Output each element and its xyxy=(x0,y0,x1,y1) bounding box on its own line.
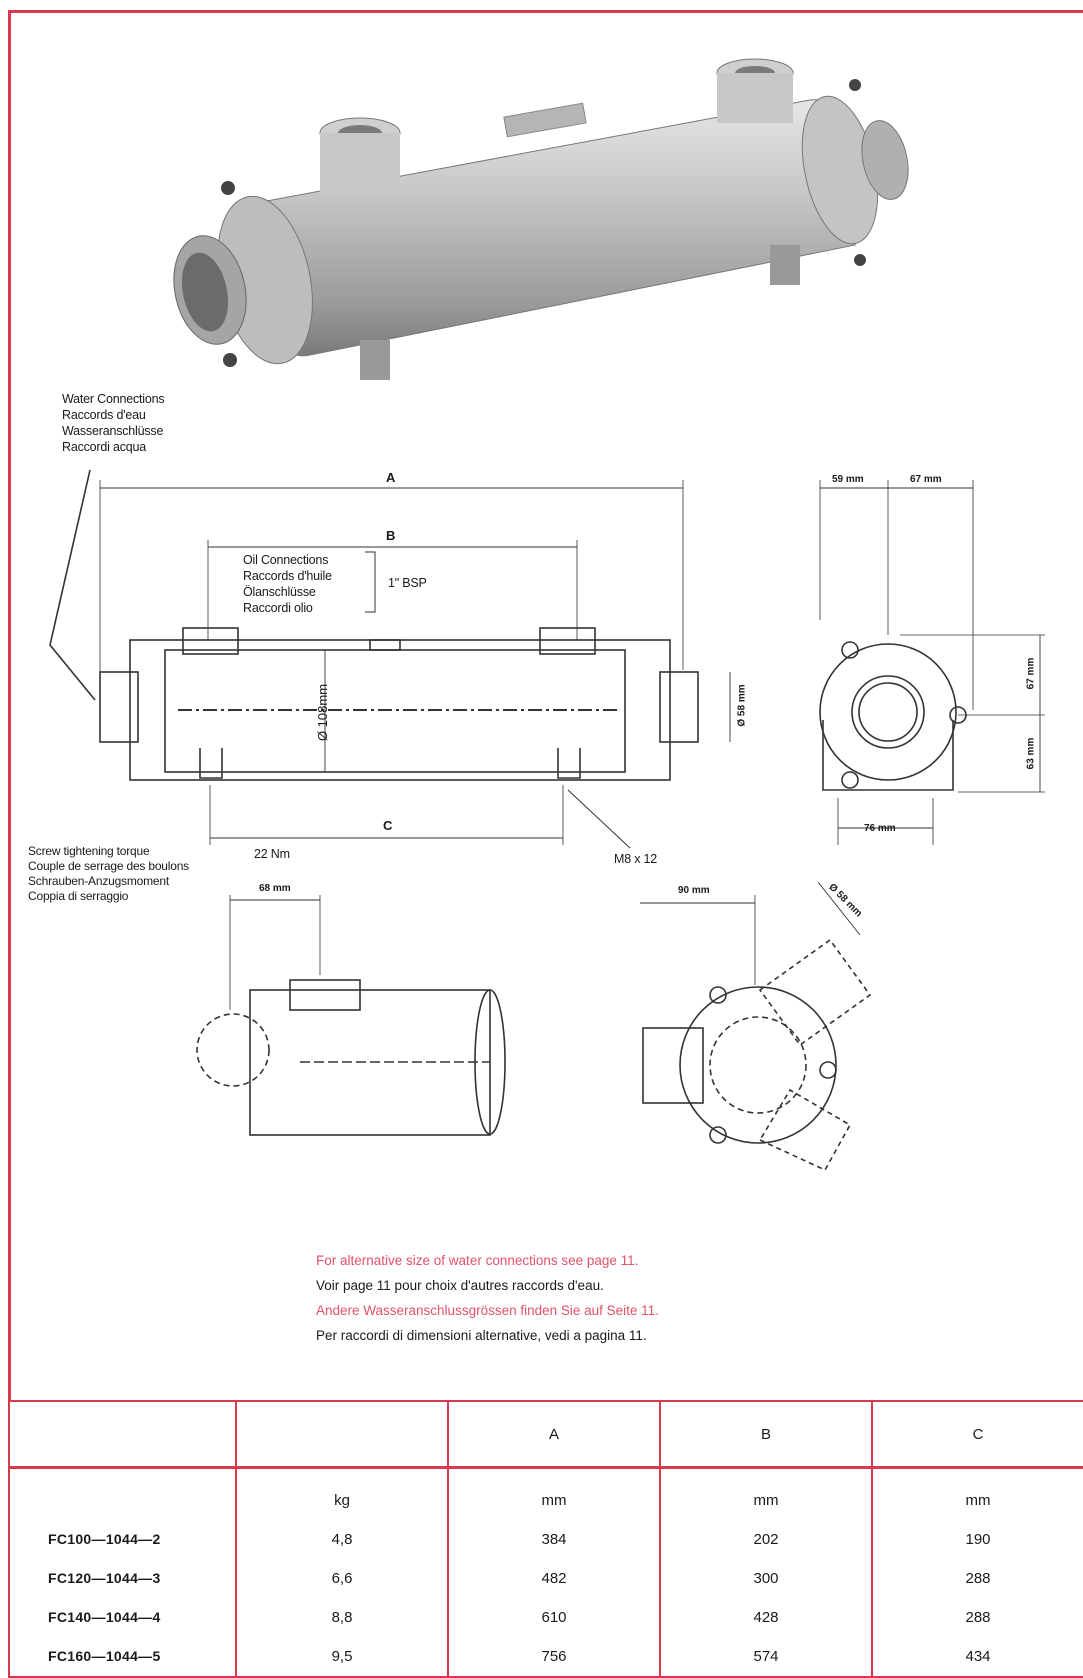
table-header-row: A B C xyxy=(8,1400,1083,1469)
note-fr: Voir page 11 pour choix d'autres raccord… xyxy=(316,1278,604,1293)
screw-torque-de: Schrauben-Anzugsmoment xyxy=(28,874,170,888)
weight-column: kg 4,8 6,6 8,8 9,5 xyxy=(235,1466,449,1678)
screw-torque-fr: Couple de serrage des boulons xyxy=(28,859,189,873)
side-dimension-76: 76 mm xyxy=(864,823,896,834)
a-fc120: 482 xyxy=(541,1570,567,1587)
b-fc100: 202 xyxy=(753,1531,779,1548)
specifications-table: A B C FC100—1044—2 FC120—1044—3 FC140—10… xyxy=(8,1400,1083,1678)
c-fc160: 434 xyxy=(965,1648,991,1665)
model-column: FC100—1044—2 FC120—1044—3 FC140—1044—4 F… xyxy=(8,1466,237,1678)
page-frame-top xyxy=(8,10,1083,13)
model-fc100: FC100—1044—2 xyxy=(48,1531,161,1547)
oil-connections-de: Ölanschlüsse xyxy=(243,585,316,599)
screw-torque-label: Screw tightening torque Couple de serrag… xyxy=(28,844,189,904)
weight-fc140: 8,8 xyxy=(331,1609,353,1626)
side-dimension-67: 67 mm xyxy=(910,474,942,485)
a-column: mm 384 482 610 756 xyxy=(447,1466,661,1678)
header-model xyxy=(8,1400,237,1469)
b-fc120: 300 xyxy=(753,1570,779,1587)
screw-torque-en: Screw tightening torque xyxy=(28,844,150,858)
a-fc140: 610 xyxy=(541,1609,567,1626)
model-fc120: FC120—1044—3 xyxy=(48,1570,161,1586)
side-dimension-67-vertical: 67 mm xyxy=(1025,657,1037,690)
water-connections-label: Water Connections Raccords d'eau Wassera… xyxy=(62,391,165,455)
note-it: Per raccordi di dimensioni alternative, … xyxy=(316,1328,647,1343)
page-frame-left xyxy=(8,10,11,1400)
dimension-b: B xyxy=(386,528,396,543)
weight-fc120: 6,6 xyxy=(331,1570,353,1587)
c-fc140: 288 xyxy=(965,1609,991,1626)
unit-a: mm xyxy=(541,1492,567,1509)
oil-connections-fr: Raccords d'huile xyxy=(243,569,332,583)
b-column: mm 202 300 428 574 xyxy=(659,1466,873,1678)
b-fc140: 428 xyxy=(753,1609,779,1626)
water-connections-fr: Raccords d'eau xyxy=(62,408,146,422)
weight-fc160: 9,5 xyxy=(331,1648,353,1665)
a-fc100: 384 xyxy=(541,1531,567,1548)
detail-dimension-68: 68 mm xyxy=(259,883,291,894)
model-fc160: FC160—1044—5 xyxy=(48,1648,161,1664)
table-body-row: FC100—1044—2 FC120—1044—3 FC140—1044—4 F… xyxy=(8,1466,1083,1678)
c-fc120: 288 xyxy=(965,1570,991,1587)
outlet-diameter: Ø 58 mm xyxy=(736,684,748,727)
detail-dimension-90: 90 mm xyxy=(678,885,710,896)
unit-b: mm xyxy=(753,1492,779,1509)
technical-drawing xyxy=(49,469,1045,1170)
b-fc160: 574 xyxy=(753,1648,779,1665)
torque-value: 22 Nm xyxy=(254,847,290,861)
note-de: Andere Wasseranschlussgrössen finden Sie… xyxy=(316,1303,659,1318)
oil-thread-label: 1" BSP xyxy=(388,576,427,590)
heat-exchanger-photo xyxy=(173,58,909,380)
oil-connections-label: Oil Connections Raccords d'huile Ölansch… xyxy=(243,552,332,616)
note-en: For alternative size of water connection… xyxy=(316,1253,639,1268)
screw-torque-it: Coppia di serraggio xyxy=(28,889,129,903)
c-column: mm 190 288 288 434 xyxy=(871,1466,1083,1678)
header-c: C xyxy=(871,1400,1083,1469)
oil-connections-en: Oil Connections xyxy=(243,553,329,567)
bolt-size: M8 x 12 xyxy=(614,852,658,866)
c-fc100: 190 xyxy=(965,1531,991,1548)
weight-fc100: 4,8 xyxy=(331,1531,353,1548)
a-fc160: 756 xyxy=(541,1648,567,1665)
unit-kg: kg xyxy=(334,1492,350,1509)
alternative-connections-note: For alternative size of water connection… xyxy=(316,1248,916,1348)
unit-c: mm xyxy=(965,1492,991,1509)
header-weight xyxy=(235,1400,449,1469)
water-connections-de: Wasseranschlüsse xyxy=(62,424,164,438)
oil-connections-it: Raccordi olio xyxy=(243,601,313,615)
side-dimension-59: 59 mm xyxy=(832,474,864,485)
header-b: B xyxy=(659,1400,873,1469)
water-connections-it: Raccordi acqua xyxy=(62,440,147,454)
side-dimension-63-vertical: 63 mm xyxy=(1025,737,1037,770)
dimension-a: A xyxy=(386,470,396,485)
body-diameter: Ø 108mm xyxy=(315,683,331,742)
dimension-c: C xyxy=(383,818,393,833)
header-a: A xyxy=(447,1400,661,1469)
model-fc140: FC140—1044—4 xyxy=(48,1609,161,1625)
water-connections-en: Water Connections xyxy=(62,392,165,406)
